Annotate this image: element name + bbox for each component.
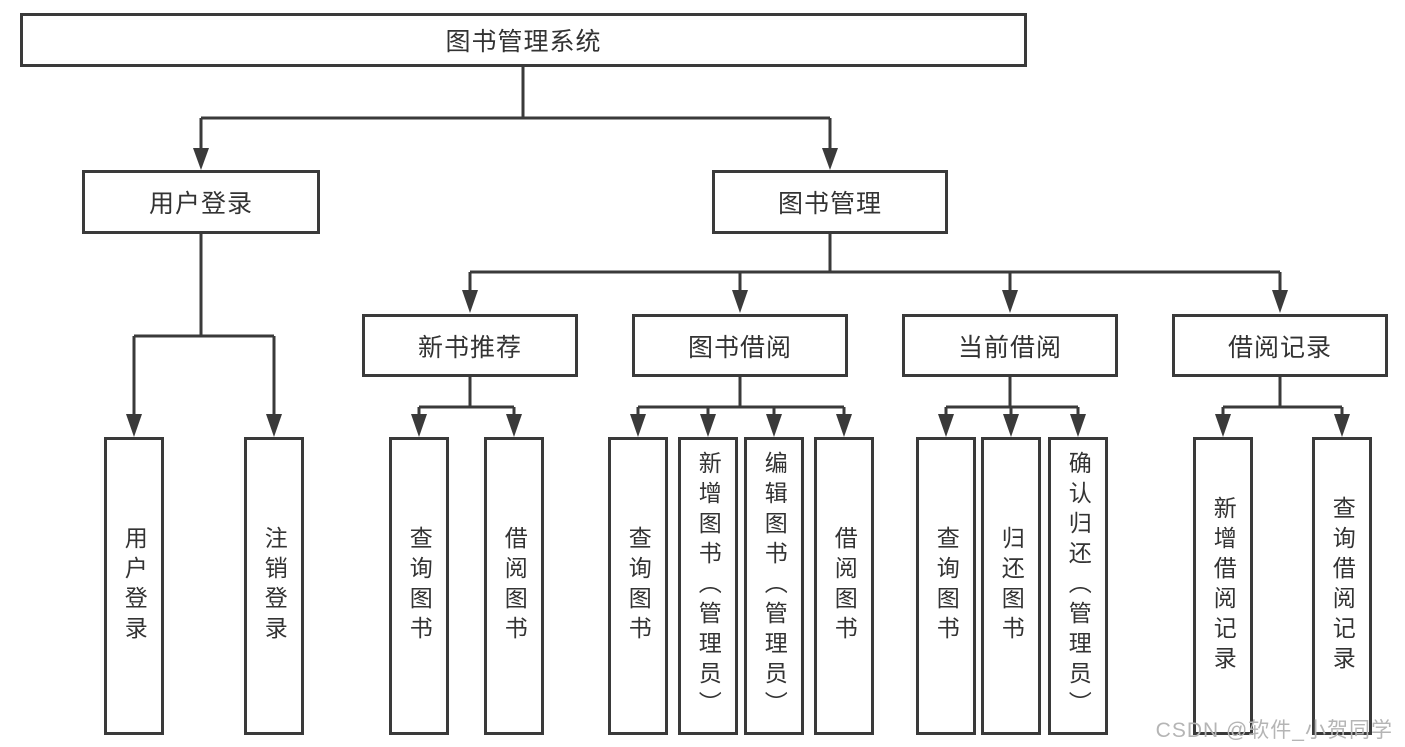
leaf-return-book-label: 归还图书: [998, 526, 1025, 646]
leaf-user-login-label: 用户登录: [121, 526, 148, 646]
csdn-watermark: CSDN @软件_小贺同学: [1155, 719, 1393, 742]
connector-user-login-to-leaves: [126, 234, 282, 437]
leaf-return-book: 归还图书: [981, 437, 1041, 735]
node-current-borrowing-label: 当前借阅: [957, 333, 1062, 362]
connector-new-books-to-leaves: [411, 377, 522, 437]
leaf-query-books-3: 查询图书: [916, 437, 976, 735]
node-root: 图书管理系统: [20, 13, 1027, 67]
leaf-logout-label: 注销登录: [261, 526, 288, 646]
leaf-confirm-return-admin: 确认归还（管理员）: [1048, 437, 1108, 735]
node-current-borrowing: 当前借阅: [902, 314, 1118, 377]
node-new-book-recommend: 新书推荐: [362, 314, 578, 377]
node-user-login: 用户登录: [82, 170, 320, 234]
connector-borrow-records-to-leaves: [1215, 377, 1350, 437]
leaf-query-books-1-label: 查询图书: [406, 526, 433, 646]
leaf-confirm-return-admin-label: 确认归还（管理员）: [1065, 451, 1092, 721]
leaf-logout: 注销登录: [244, 437, 304, 735]
node-new-book-recommend-label: 新书推荐: [417, 333, 522, 362]
node-book-management: 图书管理: [712, 170, 948, 234]
node-borrow-records: 借阅记录: [1172, 314, 1388, 377]
leaf-user-login: 用户登录: [104, 437, 164, 735]
leaf-edit-book-admin: 编辑图书（管理员）: [744, 437, 804, 735]
node-book-management-label: 图书管理: [777, 190, 882, 218]
node-root-label: 图书管理系统: [445, 28, 602, 56]
leaf-add-book-admin: 新增图书（管理员）: [678, 437, 738, 735]
connector-book-management-to-level3: [462, 234, 1288, 313]
leaf-add-borrow-record: 新增借阅记录: [1193, 437, 1253, 735]
connector-current-borrowing-to-leaves: [938, 377, 1086, 437]
leaf-add-borrow-record-label: 新增借阅记录: [1210, 496, 1237, 676]
leaf-query-books-2: 查询图书: [608, 437, 668, 735]
leaf-query-borrow-record-label: 查询借阅记录: [1329, 496, 1356, 676]
leaf-query-books-2-label: 查询图书: [625, 526, 652, 646]
leaf-borrow-books-2: 借阅图书: [814, 437, 874, 735]
leaf-query-books-3-label: 查询图书: [933, 526, 960, 646]
node-book-borrowing: 图书借阅: [632, 314, 848, 377]
leaf-query-borrow-record: 查询借阅记录: [1312, 437, 1372, 735]
leaf-borrow-books-1-label: 借阅图书: [501, 526, 528, 646]
node-user-login-label: 用户登录: [148, 190, 253, 218]
leaf-query-books-1: 查询图书: [389, 437, 449, 735]
leaf-edit-book-admin-label: 编辑图书（管理员）: [761, 451, 788, 721]
leaf-borrow-books-2-label: 借阅图书: [831, 526, 858, 646]
node-borrow-records-label: 借阅记录: [1227, 333, 1332, 362]
leaf-add-book-admin-label: 新增图书（管理员）: [695, 451, 722, 721]
connector-book-borrowing-to-leaves: [630, 377, 852, 437]
leaf-borrow-books-1: 借阅图书: [484, 437, 544, 735]
connector-root-to-level2: [193, 67, 838, 170]
node-book-borrowing-label: 图书借阅: [687, 333, 792, 362]
